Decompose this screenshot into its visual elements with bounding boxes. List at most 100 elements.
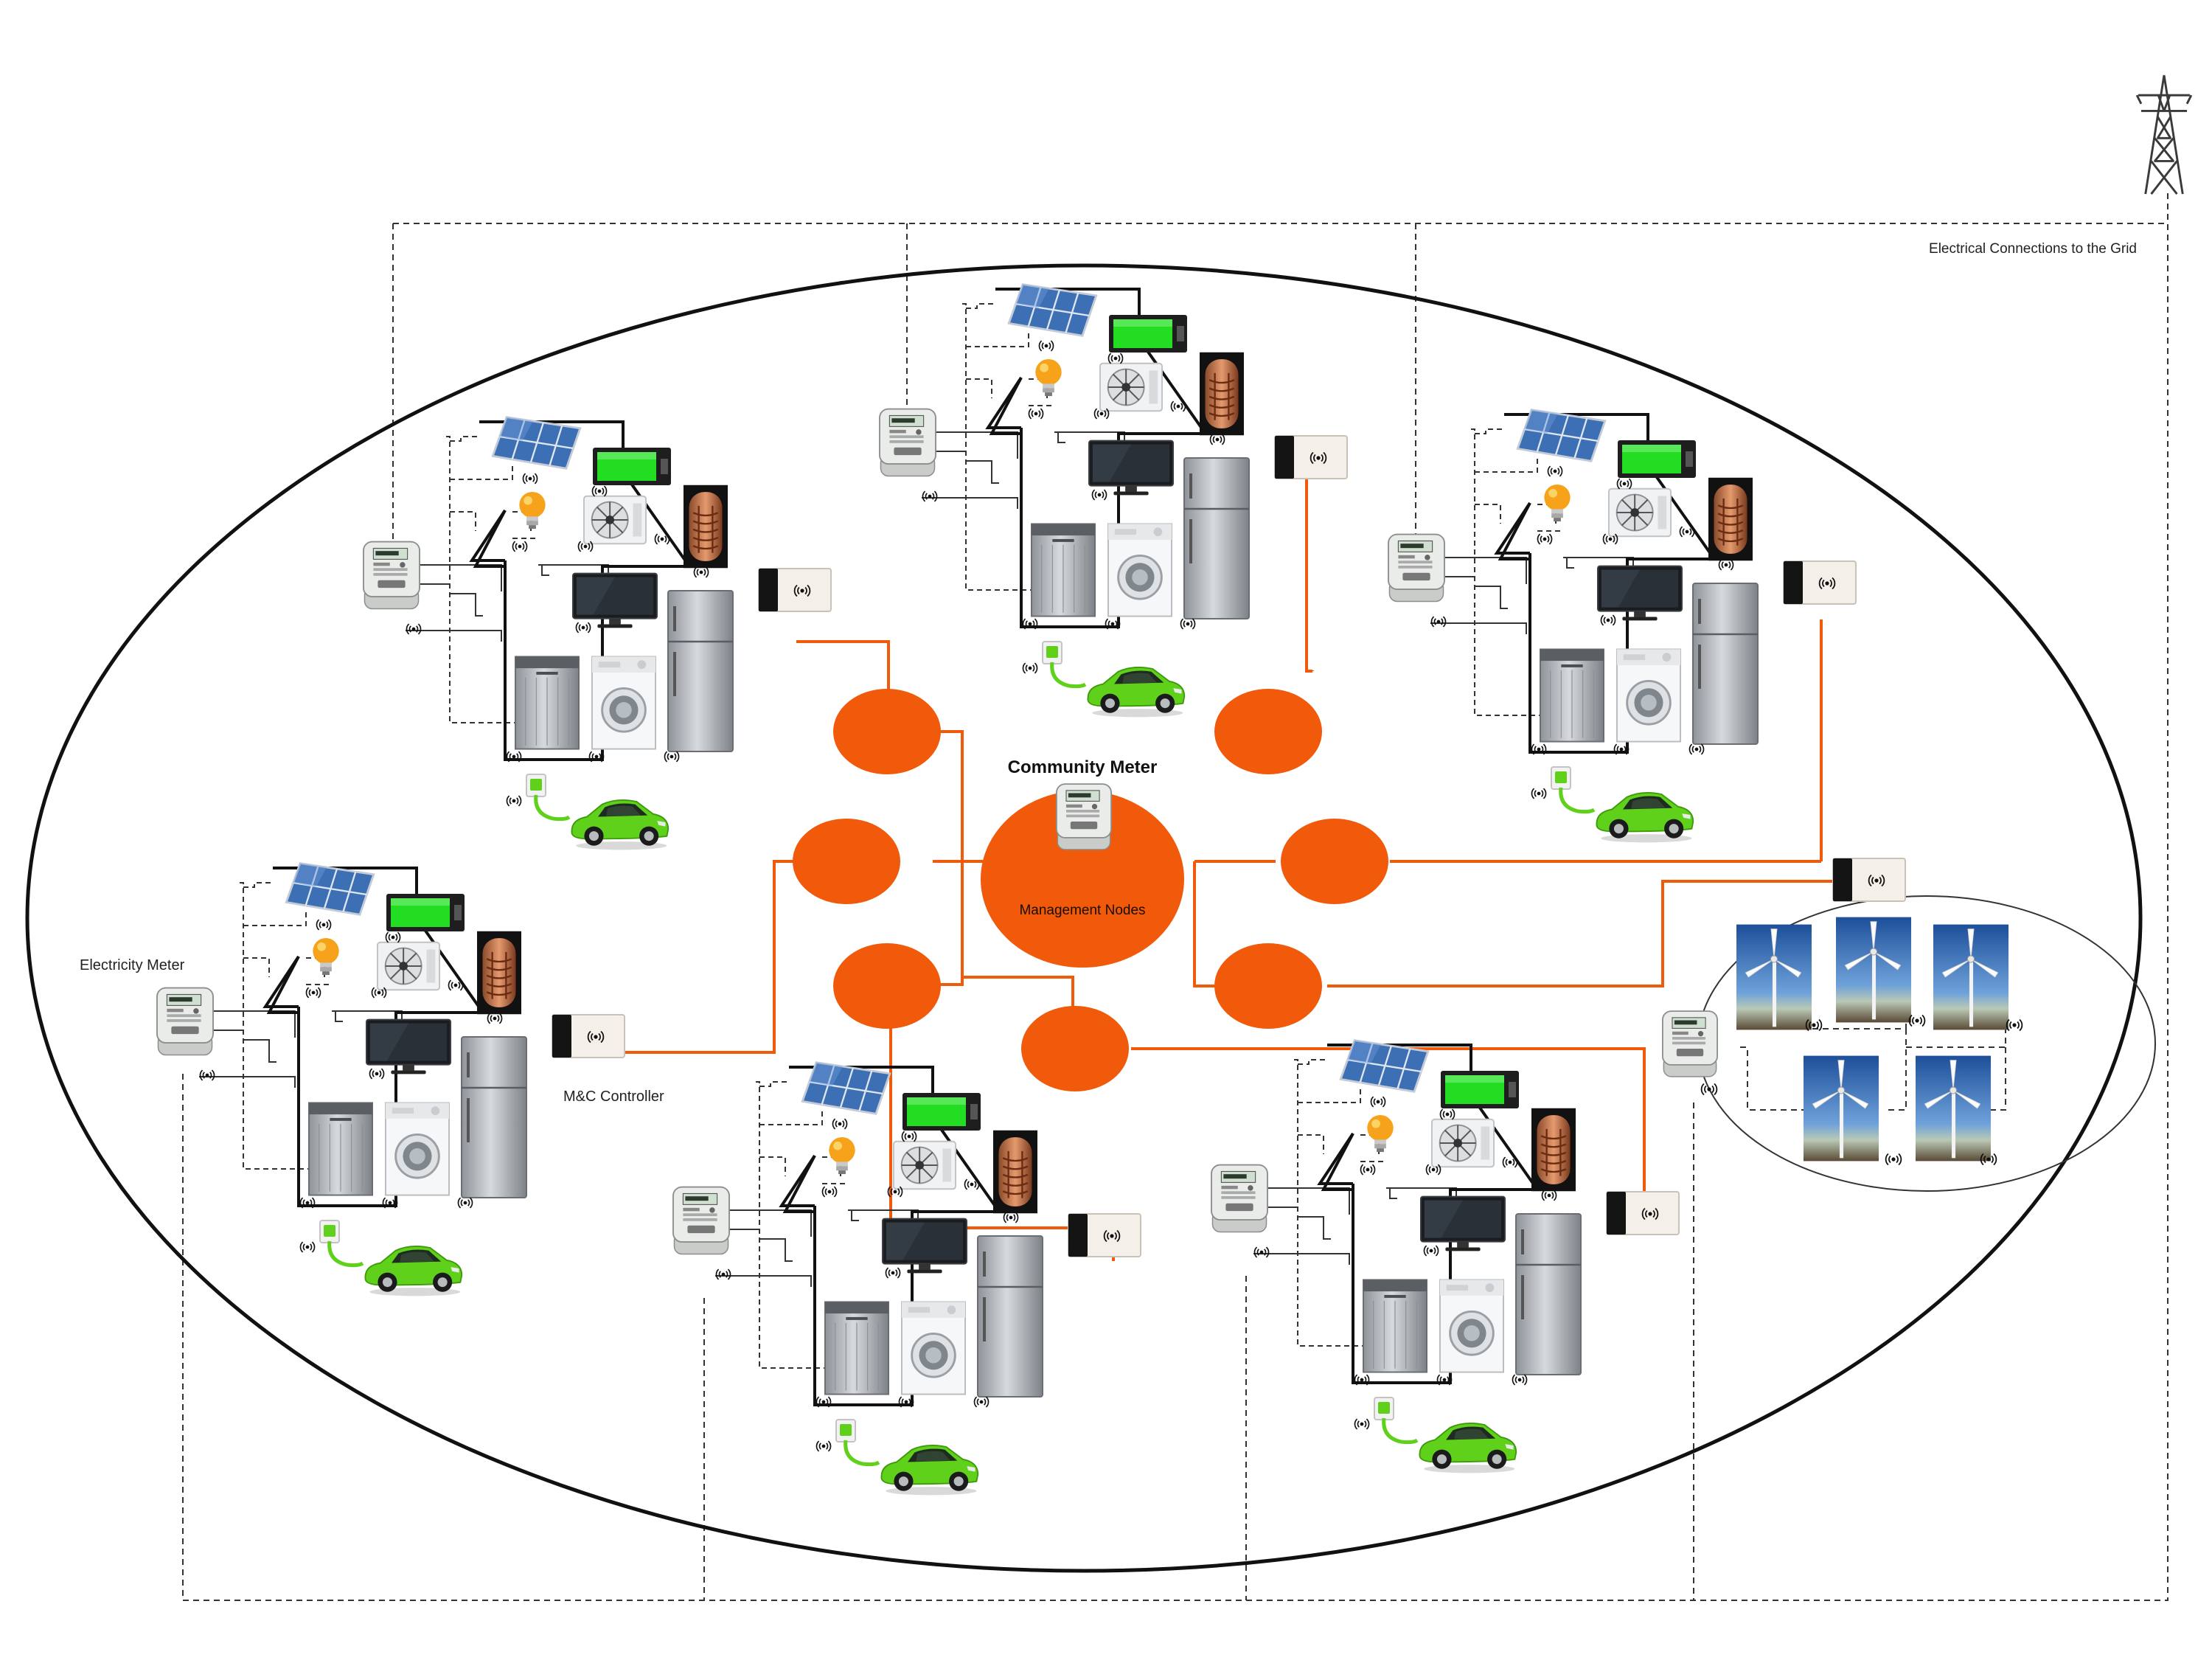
wireless-signal-icon (1688, 743, 1705, 755)
refrigerator-icon (976, 1235, 1044, 1398)
wireless-signal-icon (1028, 408, 1044, 420)
light-bulb-icon (313, 937, 339, 976)
light-bulb-icon (1544, 484, 1571, 522)
management-nodes-label: Management Nodes (1019, 903, 1145, 918)
house-1 (362, 416, 831, 851)
television-icon (1596, 565, 1683, 622)
wireless-signal-icon (901, 1131, 917, 1142)
wireless-signal-icon (1354, 1418, 1370, 1430)
washing-machine-icon (1107, 522, 1173, 618)
wireless-signal-icon (305, 987, 321, 999)
light-bulb-icon (829, 1136, 855, 1175)
refrigerator-icon (1691, 582, 1759, 746)
transmission-tower-icon (2135, 74, 2193, 195)
television-icon (571, 572, 658, 629)
wind-farm (1661, 858, 2156, 1192)
wireless-signal-icon (299, 1241, 316, 1253)
refrigerator-icon (1183, 456, 1251, 620)
house-3 (1387, 409, 1856, 844)
electricity-meter-label: Electricity Meter (80, 957, 185, 973)
battery-icon (1441, 1071, 1519, 1108)
management-node (833, 689, 941, 774)
electricity-meter-icon (1210, 1164, 1269, 1233)
houses-layer (156, 283, 1856, 1496)
wireless-signal-icon (821, 1186, 838, 1198)
solar-panel-icon (491, 416, 582, 470)
wireless-signal-icon (1439, 1108, 1455, 1120)
wireless-signal-icon (1718, 559, 1734, 571)
wireless-signal-icon (1512, 1374, 1528, 1386)
wireless-signal-icon (591, 485, 608, 497)
management-node (1021, 1006, 1129, 1091)
water-heater-icon (1707, 476, 1754, 562)
wireless-signal-icon (1253, 1246, 1270, 1258)
wireless-signal-icon (922, 490, 938, 502)
wireless-signal-icon (1531, 788, 1547, 799)
electricity-meter-icon (1661, 1010, 1719, 1077)
air-conditioner-icon (582, 495, 647, 545)
wireless-signal-icon (199, 1069, 215, 1081)
management-node (793, 819, 900, 904)
electric-car-icon (1419, 1422, 1517, 1474)
battery-icon (1109, 315, 1187, 353)
wireless-signal-icon (832, 1118, 848, 1130)
electric-car-icon (364, 1245, 463, 1297)
dishwasher-icon (514, 656, 580, 750)
washing-machine-icon (900, 1300, 967, 1396)
wind-turbine-icon (1915, 1055, 1992, 1162)
water-heater-icon (1198, 351, 1245, 437)
dishwasher-icon (824, 1301, 890, 1395)
wireless-signal-icon (385, 931, 401, 943)
controller-icon (1275, 436, 1347, 479)
wireless-signal-icon (2006, 1018, 2023, 1032)
television-icon (881, 1218, 968, 1274)
wireless-signal-icon (973, 1396, 990, 1408)
ev-charger-icon (526, 774, 569, 819)
wireless-signal-icon (1091, 489, 1107, 501)
management-node (833, 943, 941, 1029)
controller-icon (1784, 561, 1856, 604)
water-heater-icon (992, 1129, 1039, 1215)
wireless-signal-icon (575, 622, 591, 633)
wireless-signal-icon (316, 919, 332, 931)
electric-car-icon (880, 1444, 979, 1496)
ev-charger-icon (836, 1420, 879, 1465)
solar-panel-icon (285, 862, 375, 916)
ev-charger-icon (1043, 642, 1085, 687)
air-conditioner-icon (1430, 1118, 1495, 1168)
wind-turbine-icon (1803, 1055, 1879, 1162)
wireless-signal-icon (664, 751, 680, 763)
electricity-meter-icon (362, 541, 421, 610)
wireless-signal-icon (693, 566, 709, 578)
air-conditioner-icon (1607, 487, 1672, 538)
wireless-signal-icon (1038, 340, 1054, 352)
television-icon (1419, 1195, 1506, 1252)
mc-controller-label: M&C Controller (563, 1089, 664, 1105)
wind-turbine-icon (1835, 917, 1912, 1023)
wireless-signal-icon (1180, 618, 1196, 630)
wireless-signal-icon (1209, 434, 1225, 445)
community-boundary (25, 263, 2143, 1573)
wireless-signal-icon (1537, 533, 1553, 545)
wireless-signal-icon (457, 1197, 473, 1209)
wireless-signal-icon (1616, 478, 1632, 490)
ev-charger-icon (1551, 767, 1594, 812)
wireless-signal-icon (1885, 1153, 1902, 1166)
community-node-hub (981, 791, 1184, 968)
dishwasher-icon (1539, 648, 1605, 743)
light-bulb-icon (1035, 358, 1062, 397)
electricity-meter-icon (672, 1186, 731, 1255)
wireless-signal-icon (1003, 1212, 1019, 1223)
controller-icon (1068, 1214, 1141, 1257)
wireless-signal-icon (487, 1013, 503, 1024)
light-bulb-icon (519, 491, 546, 530)
house-5 (672, 1061, 1141, 1496)
battery-icon (386, 894, 465, 931)
wireless-signal-icon (715, 1268, 731, 1280)
television-icon (365, 1018, 452, 1075)
air-conditioner-icon (1099, 362, 1164, 412)
solar-panel-icon (1516, 409, 1607, 462)
wireless-signal-icon (885, 1267, 901, 1279)
wireless-signal-icon (406, 623, 422, 635)
